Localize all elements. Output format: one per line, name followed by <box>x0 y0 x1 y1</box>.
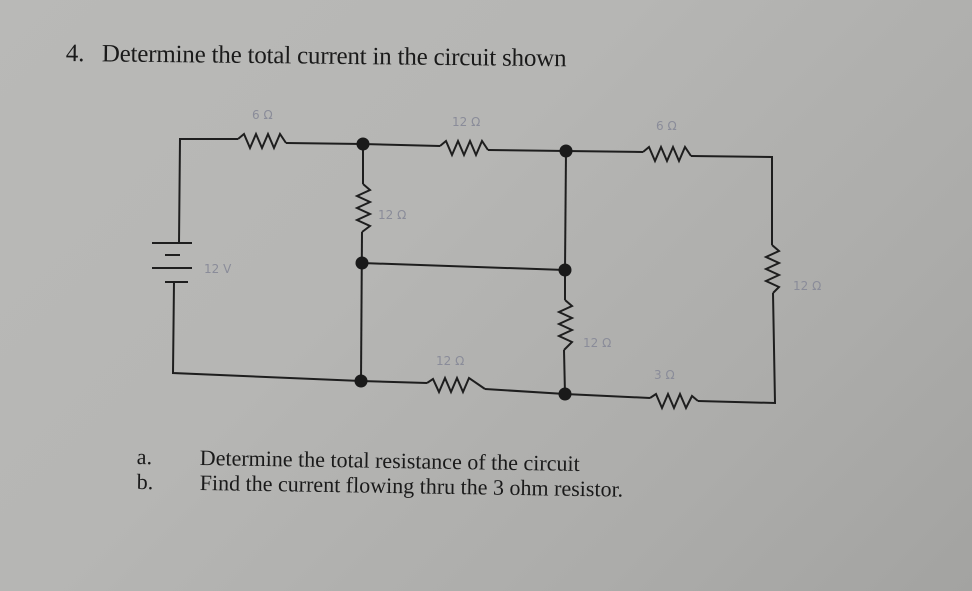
resistor-r8 <box>649 391 699 411</box>
resistor-r4-label: 12 Ω <box>378 208 406 222</box>
junction-node <box>558 263 572 277</box>
resistor-r1-label: 6 Ω <box>252 108 273 122</box>
wire-r8-left <box>564 393 651 399</box>
resistor-r8-label: 3 Ω <box>654 368 675 382</box>
resistor-r3-label: 6 Ω <box>656 119 677 133</box>
battery-icon <box>152 242 192 283</box>
wire-r3-right <box>690 155 773 245</box>
wire-middle-horizontal <box>361 262 566 271</box>
wire-r4-bottom <box>360 231 363 382</box>
junction-node <box>559 144 573 158</box>
wire-right-bottom <box>697 292 777 405</box>
junction-node <box>355 256 369 270</box>
resistor-r6-label: 12 Ω <box>583 336 611 350</box>
wire-r6-bottom <box>563 349 566 395</box>
junction-node <box>354 374 368 388</box>
wire-r2-left <box>362 143 441 147</box>
resistor-r4 <box>354 183 373 233</box>
wire-center-vertical <box>564 150 567 271</box>
resistor-r7-label: 12 Ω <box>793 279 821 293</box>
resistor-r3 <box>642 144 692 164</box>
wire-r2-right <box>487 149 567 152</box>
resistor-r5-label: 12 Ω <box>436 354 464 368</box>
junction-node <box>558 387 572 401</box>
resistor-r5 <box>426 375 486 395</box>
resistor-r2 <box>439 138 489 158</box>
source-label: 12 V <box>204 262 232 276</box>
wire-r1-node <box>285 142 364 145</box>
resistor-r6 <box>556 299 575 351</box>
subquestion-a-label: a. <box>136 444 153 470</box>
resistor-r7 <box>763 244 782 294</box>
resistor-r2-label: 12 Ω <box>452 115 480 129</box>
resistor-r1 <box>237 131 287 151</box>
junction-node <box>356 137 370 151</box>
wire-left-top <box>178 138 238 244</box>
wire-r3-left <box>565 150 644 153</box>
subquestion-b-label: b. <box>136 469 154 495</box>
wire-left-bottom <box>171 281 362 382</box>
wire-r5-right <box>484 388 566 395</box>
wire-r5-left <box>360 380 428 384</box>
